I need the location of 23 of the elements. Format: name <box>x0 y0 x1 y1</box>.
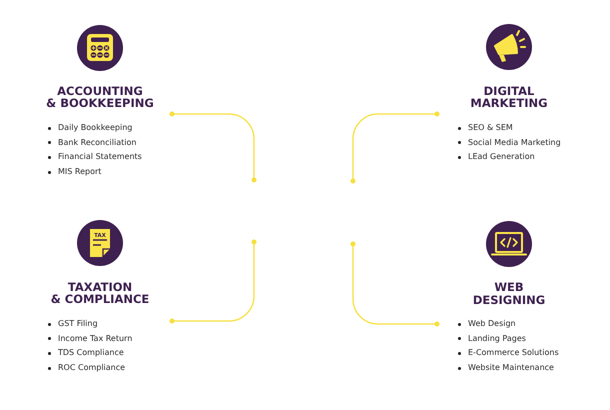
list-item: Daily Bookkeeping <box>58 123 132 133</box>
list-item: MIS Report <box>58 167 102 178</box>
list-item: E-Commerce Solutions <box>468 348 559 358</box>
list-item: Website Maintenance <box>468 363 554 374</box>
list-item: TDS Compliance <box>58 348 124 358</box>
section-heading: TAXATION & COMPLIANCE <box>50 280 150 306</box>
list-item: GST Filing <box>58 319 98 329</box>
list-item: Social Media Marketing <box>468 138 561 148</box>
list-item: Income Tax Return <box>58 334 132 344</box>
list-item: Web Design <box>468 319 516 329</box>
list-item: Financial Statements <box>58 152 142 162</box>
section-heading: WEB DESIGNING <box>472 281 546 306</box>
connector-line <box>170 112 256 182</box>
connector-line <box>350 112 440 184</box>
connector-line <box>170 240 256 324</box>
list-item: ROC Compliance <box>58 363 126 374</box>
list-item: Bank Reconciliation <box>58 138 136 148</box>
list-item: SEO & SEM <box>468 123 513 133</box>
connector-line <box>350 242 440 326</box>
section-heading: DIGITAL MARKETING <box>469 84 549 110</box>
section-heading: ACCOUNTING & BOOKKEEPING <box>45 84 155 110</box>
list-item: LEad Generation <box>468 152 535 162</box>
list-item: Landing Pages <box>468 334 526 344</box>
